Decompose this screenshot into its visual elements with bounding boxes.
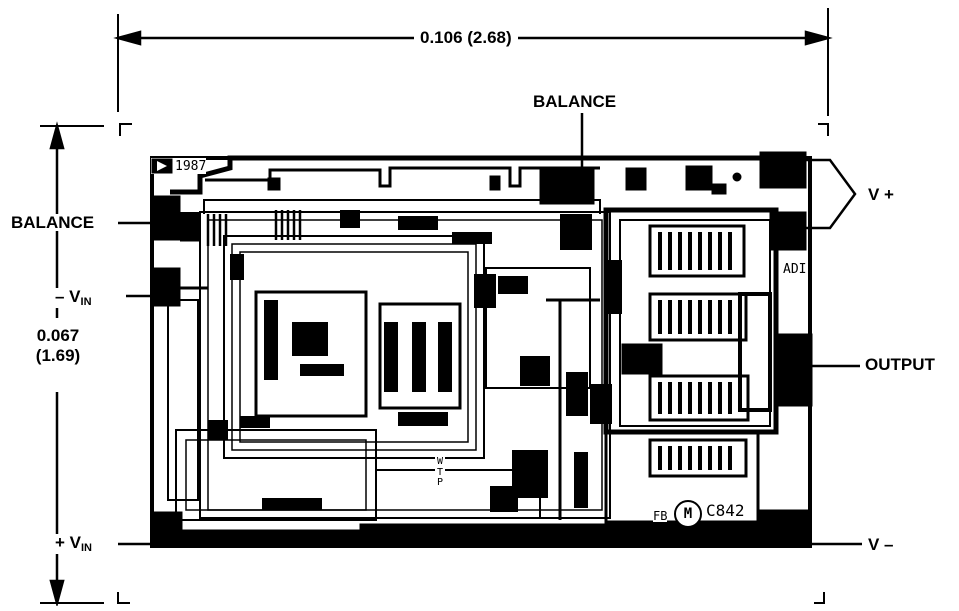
block-a: [292, 322, 328, 356]
block-k: [590, 384, 612, 424]
balance-left-label: BALANCE: [11, 213, 95, 232]
finger-block-2: [648, 292, 748, 342]
bottom-rail: [359, 523, 801, 547]
block-f: [438, 322, 452, 392]
width-arrow-right: [804, 30, 833, 46]
block-c: [300, 364, 344, 376]
block-r: [240, 416, 270, 428]
v-plus-pad: [759, 151, 807, 189]
minus-vin-sub: IN: [80, 296, 92, 308]
output-side-trace: [738, 292, 772, 412]
top-bus: [170, 155, 780, 195]
crop-mark-bottom-left: [117, 592, 130, 604]
top-trace: [205, 166, 600, 188]
width-dimension: [113, 8, 833, 116]
block-j: [604, 260, 622, 314]
crop-mark-top-left: [119, 123, 132, 136]
crop-mark-top-right: [818, 123, 829, 136]
top-pad-5: [711, 183, 727, 195]
output-metal-block: [621, 343, 663, 375]
trace-loop-3: [223, 235, 485, 459]
core-blocks: [180, 210, 622, 512]
trace-loop-5: [239, 251, 469, 443]
crop-marks: [117, 123, 829, 604]
block-h: [474, 274, 496, 308]
block-u: [340, 210, 360, 228]
output-stage: [603, 207, 779, 524]
lower-left-loop: [175, 429, 377, 521]
block-i: [560, 214, 592, 250]
height-dimension-label: 0.067 (1.69): [26, 326, 90, 366]
output-label: OUTPUT: [865, 355, 935, 374]
plus-vin-label: + VIN: [55, 534, 92, 554]
upper-trace: [203, 199, 601, 214]
adi-text: ADI: [783, 262, 807, 277]
output-pad: [775, 333, 813, 407]
width-dimension-label: 0.106 (2.68): [414, 29, 518, 46]
height-arrow-top: [49, 121, 65, 150]
motorola-glyph: M: [683, 506, 693, 522]
width-arrow-left: [113, 30, 142, 46]
analog-devices-logo: [151, 158, 173, 174]
top-pad-2: [489, 175, 501, 191]
crop-mark-bottom-right: [814, 592, 825, 604]
height-inches: 0.067: [36, 326, 80, 345]
block-w: [452, 232, 492, 244]
code-text: C842: [706, 501, 745, 520]
trace-loop-right: [485, 267, 591, 389]
transistor-box-center: [378, 302, 462, 410]
block-e: [412, 322, 426, 392]
comb-resistors: [206, 210, 302, 246]
balance-left-pad: [151, 195, 181, 241]
finger-block-4: [648, 438, 748, 478]
block-d: [384, 322, 398, 392]
year-text: 1987: [175, 158, 207, 174]
block-v: [398, 216, 438, 230]
trace-loop-4: [231, 243, 477, 451]
minus-vin-sign: – V: [55, 287, 81, 306]
motorola-logo: M: [674, 500, 702, 528]
block-n: [490, 486, 518, 512]
year-mark: 1987: [151, 158, 207, 174]
minus-vin-label: – VIN: [55, 288, 92, 308]
block-t: [398, 412, 448, 426]
finger-block-3: [648, 374, 750, 422]
die-outline: [150, 156, 812, 548]
alignment-dot: [732, 172, 742, 182]
vertical-code-text: WTP: [435, 456, 445, 489]
plus-vin-sub: IN: [81, 542, 92, 554]
pin-leads: [118, 113, 862, 546]
v-plus-lead: [806, 158, 857, 230]
transistor-box-left: [254, 290, 368, 418]
v-minus-label: V –: [868, 535, 894, 554]
block-o: [574, 452, 588, 508]
height-mm: (1.69): [35, 345, 81, 365]
trace-loop-1: [199, 211, 611, 519]
block-l: [566, 372, 588, 416]
block-x: [230, 254, 244, 280]
balance-top-pad: [539, 167, 595, 205]
block-q: [208, 420, 228, 440]
finger-block-1: [648, 224, 746, 278]
left-trace-column: [167, 299, 199, 501]
plus-vin-sign: + V: [55, 533, 81, 552]
block-y: [180, 212, 200, 240]
block-b: [264, 300, 278, 380]
die-body: [150, 151, 813, 548]
initials-text: FB: [653, 509, 668, 523]
block-g: [498, 276, 528, 294]
height-arrow-bottom: [49, 579, 65, 608]
bottom-rail-left: [151, 529, 363, 547]
block-p: [262, 498, 322, 510]
top-pad-4: [685, 165, 713, 191]
top-pad-3: [625, 167, 647, 191]
balance-top-label: BALANCE: [533, 92, 617, 111]
block-s: [520, 356, 550, 386]
top-pad-1: [267, 177, 281, 191]
v-plus-label: V +: [868, 185, 894, 204]
